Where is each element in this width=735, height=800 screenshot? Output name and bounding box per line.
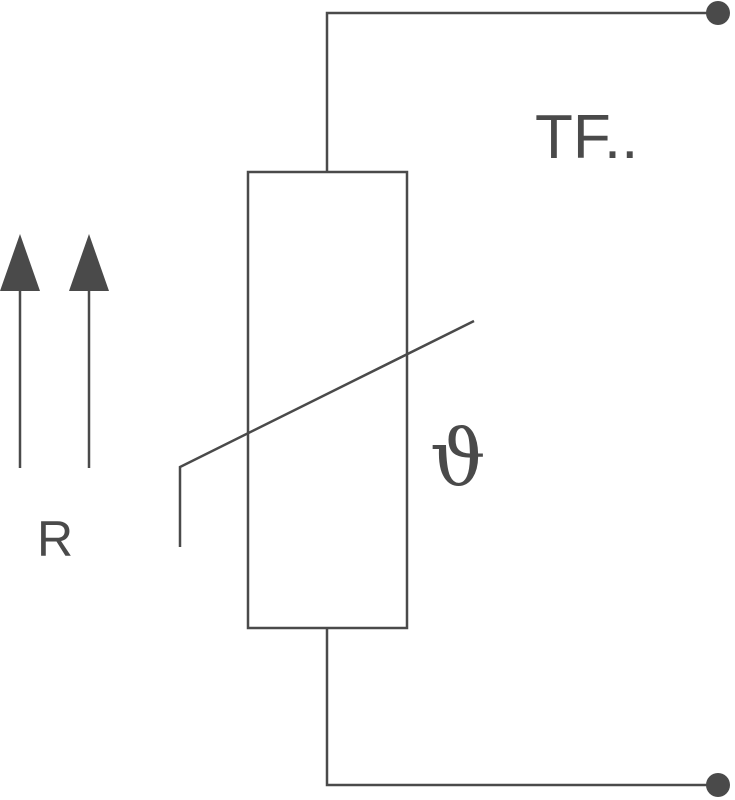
resistance-arrows (0, 234, 109, 468)
resistor-body (246, 170, 409, 630)
resistance-symbol: R (37, 511, 73, 567)
device-code-label: TF.. (535, 103, 638, 172)
arrow-up-icon (69, 234, 109, 291)
top-lead-wire (325, 11, 718, 172)
top-terminal-dot[interactable] (706, 1, 730, 25)
nonlinear-characteristic-line (178, 319, 475, 547)
temperature-symbol: ϑ (430, 414, 486, 504)
bottom-terminal-dot[interactable] (706, 773, 730, 797)
arrow-up-icon (0, 234, 40, 291)
bottom-lead-wire (325, 628, 718, 787)
